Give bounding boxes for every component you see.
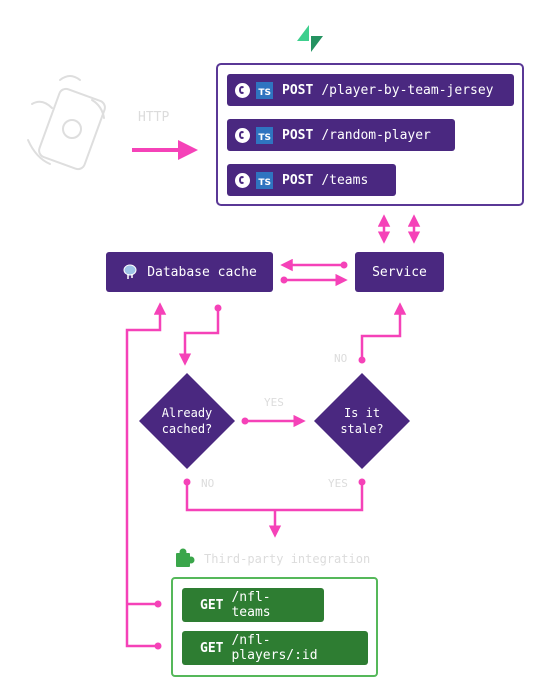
integration-label: Third-party integration xyxy=(204,552,371,566)
supabase-logo-icon xyxy=(297,25,323,52)
puzzle-icon xyxy=(176,548,195,567)
endpoint-path: /teams xyxy=(321,172,369,188)
endpoint-path: /nfl-players/:id xyxy=(231,633,318,663)
database-cache-node: Database cache xyxy=(106,252,273,292)
endpoint-random-player[interactable]: TS POST /random-player xyxy=(227,119,455,151)
endpoint-teams[interactable]: TS POST /teams xyxy=(227,164,396,196)
decision-is-stale xyxy=(314,373,410,469)
database-cache-label: Database cache xyxy=(147,264,257,280)
service-label: Service xyxy=(372,264,427,280)
endpoint-method: POST xyxy=(282,172,314,188)
edge-label-yes: YES xyxy=(328,477,348,490)
endpoint-path: /nfl-teams xyxy=(231,590,271,620)
decision-already-cached xyxy=(139,373,235,469)
endpoint-method: POST xyxy=(282,82,314,98)
http-label: HTTP xyxy=(138,110,170,125)
phone-icon xyxy=(27,75,106,171)
edge-label-yes: YES xyxy=(264,396,284,409)
already-cached-label: Already cached? xyxy=(161,406,213,436)
third-party-container xyxy=(171,577,378,677)
typescript-icon: TS xyxy=(256,81,273,99)
is-stale-label: Is it stale? xyxy=(340,406,384,436)
service-node: Service xyxy=(355,252,444,292)
edge-label-no: NO xyxy=(334,352,348,365)
endpoint-method: POST xyxy=(282,127,314,143)
endpoint-path: /player-by-team-jersey xyxy=(321,82,494,98)
endpoint-nfl-teams[interactable]: GET /nfl-teams xyxy=(182,588,324,622)
edge-label-no: NO xyxy=(201,477,215,490)
endpoint-path: /random-player xyxy=(321,127,431,143)
endpoint-nfl-players[interactable]: GET /nfl-players/:id xyxy=(182,631,368,665)
postgres-icon xyxy=(123,264,137,279)
github-icon xyxy=(235,127,250,143)
github-icon xyxy=(235,82,250,98)
typescript-icon: TS xyxy=(256,126,273,144)
endpoint-method: GET xyxy=(200,597,224,613)
endpoint-method: GET xyxy=(200,640,224,656)
github-icon xyxy=(235,172,250,188)
endpoint-player-by-team-jersey[interactable]: TS POST /player-by-team-jersey xyxy=(227,74,514,106)
typescript-icon: TS xyxy=(256,171,273,189)
